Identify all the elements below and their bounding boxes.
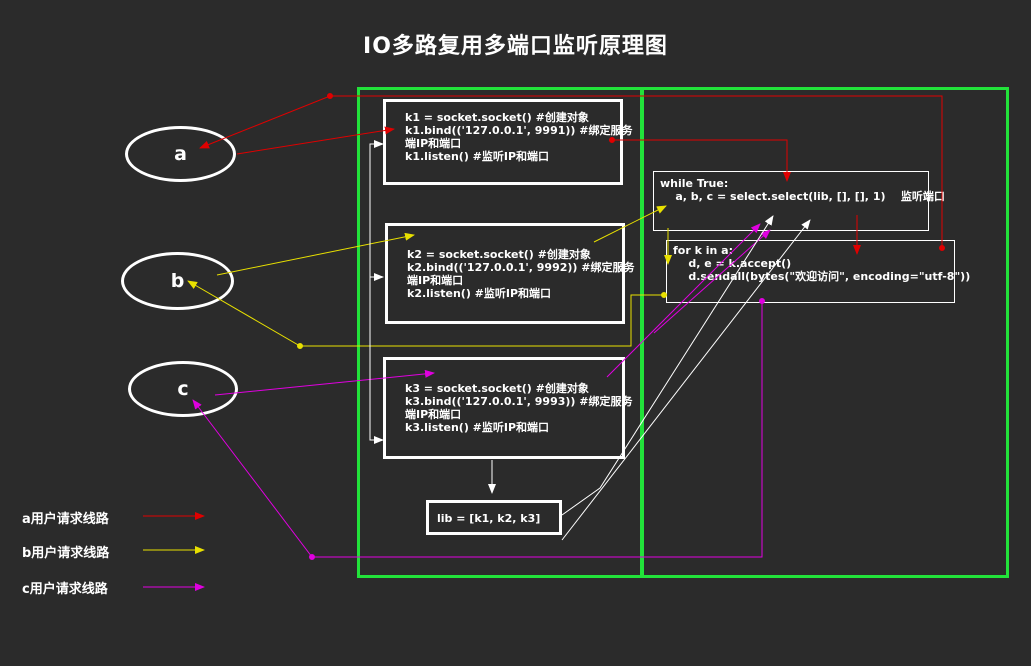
code-line: k2 = socket.socket() #创建对象 [407,248,591,261]
code-line: k1.bind(('127.0.0.1', 9991)) #绑定服务 [405,124,633,137]
route-a-to-select [612,139,791,182]
route-a-response [199,95,943,248]
code-line: lib = [k1, k2, k3] [437,512,541,525]
socket-k3-box: k3 = socket.socket() #创建对象 k3.bind(('127… [383,357,633,459]
code-line: k3.bind(('127.0.0.1', 9993)) #绑定服务 [405,395,633,408]
client-a-label: a [174,143,187,165]
code-line: k1 = socket.socket() #创建对象 [405,111,589,124]
lib-to-select-a [561,215,774,516]
code-line: d.sendall(bytes("欢迎访问", encoding="utf-8"… [673,270,971,283]
legend-a-label: a用户请求线路 [22,512,109,527]
client-b: b [121,252,234,310]
route-c-response [192,301,763,558]
route-c-request [214,369,435,396]
client-a: a [125,126,236,182]
route-b-response [187,280,664,347]
code-line: 端IP和端口 [405,137,462,150]
socket-k1-box: k1 = socket.socket() #创建对象 k1.bind(('127… [383,99,633,185]
code-line: 端IP和端口 [407,274,464,287]
route-c-to-select [606,223,761,378]
code-line: k1.listen() #监听IP和端口 [405,150,550,163]
legend-c-label: c用户请求线路 [22,582,108,597]
route-a [199,93,945,255]
route-c [192,223,771,560]
lib-to-select-b [561,219,811,541]
client-c-label: c [177,378,189,400]
code-line: for k in a: [673,244,733,257]
route-b [187,205,672,349]
while-loop-box: while True: a, b, c = select.select(lib,… [653,171,945,231]
server-region-right [641,87,1009,578]
client-b-label: b [170,270,185,292]
code-line: k3.listen() #监听IP和端口 [405,421,550,434]
code-line: k3 = socket.socket() #创建对象 [405,382,589,395]
route-c-to-for [653,229,771,334]
route-a-request [236,126,395,155]
k-sockets-bracket [369,143,384,444]
for-loop-box: for k in a: d, e = k.accept() d.sendall(… [666,240,971,303]
lib-list-box: lib = [k1, k2, k3] [426,500,562,535]
code-line: 端IP和端口 [405,408,462,421]
code-line: k2.listen() #监听IP和端口 [407,287,552,300]
legend-b-label: b用户请求线路 [22,546,110,561]
diagram-title: IO多路复用多端口监听原理图 [363,34,668,59]
route-b-to-select [593,205,667,243]
socket-k2-box: k2 = socket.socket() #创建对象 k2.bind(('127… [385,223,634,324]
route-b-request [216,232,415,276]
route-lib [369,140,811,541]
code-line: while True: [660,177,729,190]
client-c: c [128,361,238,417]
